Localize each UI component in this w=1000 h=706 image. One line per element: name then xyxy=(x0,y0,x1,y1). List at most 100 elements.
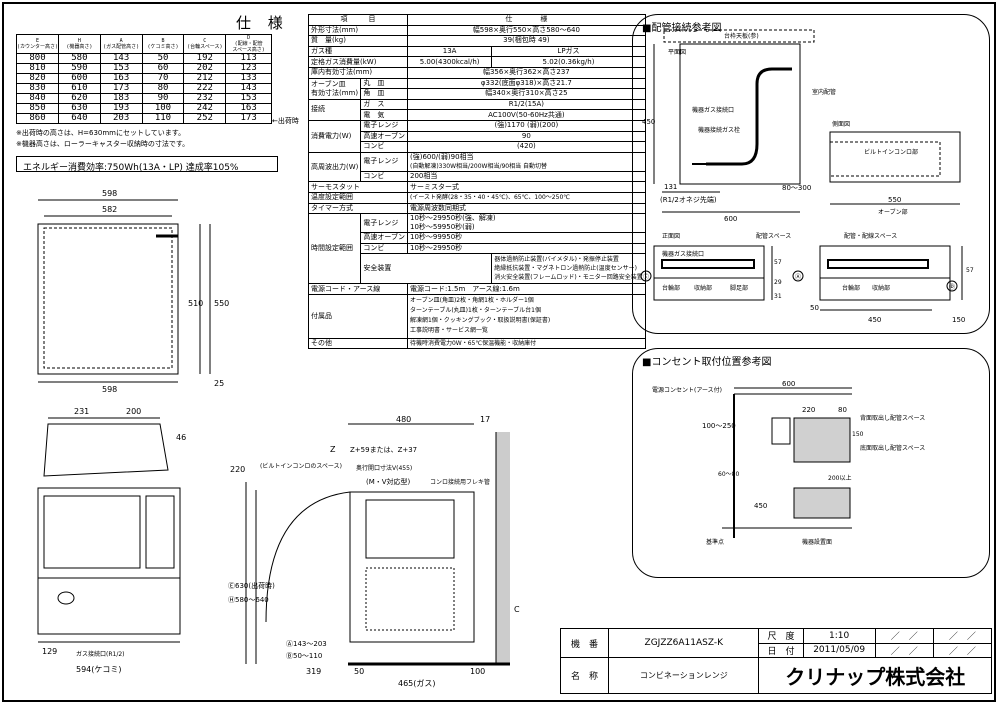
spec-sub: 電子レンジ xyxy=(360,119,408,132)
dim-80-300: 80～300 xyxy=(782,184,811,192)
note-2: ※機器高さは、ローラーキャスター収納時の寸法です。 xyxy=(16,140,190,148)
cell: 60 xyxy=(141,63,185,74)
e630: Ⓔ630(出荷時) xyxy=(228,581,275,590)
spec-sub: 高速オーブン xyxy=(360,130,408,143)
control-panel xyxy=(145,495,175,569)
spec-value: 待機時消費電力0W・65℃保温機能・収納庫付 xyxy=(406,337,646,350)
mark-d xyxy=(946,280,958,292)
cell: 820 xyxy=(15,73,60,84)
dim-17: 17 xyxy=(480,415,490,424)
rear-space xyxy=(793,417,851,463)
cell: 153 xyxy=(225,93,272,104)
side-inner xyxy=(829,141,941,177)
dim-50: 50 xyxy=(354,667,364,676)
cell: 620 xyxy=(58,93,101,104)
table-row: 庫内有効寸法(mm)幅356×奥行362×高さ237 xyxy=(308,66,646,79)
space2-label: 配管・配線スペース xyxy=(844,232,897,240)
dim-100: 100 xyxy=(470,667,485,676)
builtin-label: (ビルトインコンロのスペース) xyxy=(260,462,342,470)
flex-label: コンロ接続用フレキ管 xyxy=(430,478,490,486)
cell: 70 xyxy=(141,73,185,84)
cell: 113 xyxy=(225,53,272,64)
cell: 90 xyxy=(141,93,185,104)
spec-value: 幅356×奥行362×高さ237 xyxy=(406,66,646,79)
piping-title: ■配管接続参考図 xyxy=(642,23,722,34)
spec-sub: コンビ xyxy=(360,170,408,183)
spec-value: 幅340×奥行310×高さ25 xyxy=(406,88,646,100)
dim-594: 594(ケコミ) xyxy=(76,665,122,674)
table-row: 定格ガス消費量(kW)5.00(4300kcal/h)5.02(0.36kg/h… xyxy=(308,56,646,68)
spec-value: (強)1170 (弱)(200) xyxy=(406,119,646,132)
date-label: 日 付 xyxy=(758,642,804,658)
bottom-label: 底面取出し配管スペース xyxy=(860,444,925,452)
cell: 800 xyxy=(15,53,60,64)
dim-200: 200以上 xyxy=(828,474,851,482)
spec-value: 電源コード:1.5m アース線:1.6m xyxy=(406,283,646,295)
mark-e-label: Ⓔ xyxy=(643,273,649,281)
dim-550: 550 xyxy=(888,196,901,204)
spec-label: 消費電力(W) xyxy=(307,119,362,153)
table-row: 消費電力(W)電子レンジ(強)1170 (弱)(200) xyxy=(307,119,646,153)
cell: 600 xyxy=(58,73,101,84)
spec-label: 質 量(kg) xyxy=(308,35,408,47)
table-row: 質 量(kg)39(梱包時 49) xyxy=(308,35,646,47)
gas-label: ガス接続口(R1/2) xyxy=(76,650,125,658)
table-row: 日 付 2011/05/09 ／ ／ ／ ／ xyxy=(561,642,993,658)
spec-sub: 丸 皿 xyxy=(360,77,408,90)
cell: 222 xyxy=(183,83,227,94)
spec-header: 項 目仕 様 xyxy=(308,14,646,26)
product-name: コンビネーションレンジ xyxy=(608,657,760,694)
front-views: 598 582 510 550 25 598 231 200 46 129 ガス… xyxy=(37,189,229,674)
dim-220: 220 xyxy=(802,406,815,414)
cooktop xyxy=(43,423,169,477)
cell: 850 xyxy=(15,103,60,114)
spec-value: 10秒～59950秒(弱) xyxy=(409,223,475,232)
dim-150: 150 xyxy=(852,431,864,438)
dim-46: 46 xyxy=(176,433,186,442)
dim-31: 31 xyxy=(774,293,782,300)
storage-label-2: 収納部 xyxy=(872,284,890,292)
spec-title: 仕 様 xyxy=(236,14,289,32)
cell: 640 xyxy=(58,113,101,124)
spec-value: (420) xyxy=(406,141,646,153)
dim-c: C xyxy=(514,605,520,614)
spec-value: φ332(底面φ318)×高さ21.7 xyxy=(406,77,646,90)
oven-front xyxy=(37,487,181,579)
size-table-wrap: E (カウンター高さ) H (機器高さ) A (ガス配管高さ) B (ケコミ高さ… xyxy=(15,34,272,124)
cell: 80 xyxy=(141,83,185,94)
spec-label: その他 xyxy=(308,337,408,350)
dim-57b: 57 xyxy=(966,267,974,274)
mark-e xyxy=(640,270,652,282)
spec-value: R1/2(15A) xyxy=(406,98,646,111)
door-arc xyxy=(265,491,351,623)
spec-value: 39(梱包時 49) xyxy=(406,35,646,47)
revision-slash: ／ ／ xyxy=(874,642,934,658)
header-b: B (ケコミ高さ) xyxy=(141,34,185,54)
spec-value: 工事説明書・サービス網一覧 xyxy=(409,327,488,335)
cell: 123 xyxy=(225,63,272,74)
cell: 232 xyxy=(183,93,227,104)
dim-465: 465(ガス) xyxy=(398,678,436,688)
spec-value: 200相当 xyxy=(406,170,646,183)
spec-value: 電源周波数同期式 xyxy=(406,202,646,215)
dim-129: 129 xyxy=(42,647,57,656)
dim-60-80: 60～80 xyxy=(718,471,739,478)
spec-value: ターンテーブル(丸皿)1枚・ターンテーブル台1個 xyxy=(409,307,541,315)
dim-25: 25 xyxy=(214,379,224,388)
spec-label: 定格ガス消費量(kW) xyxy=(308,56,408,68)
spec-value: LPガス xyxy=(491,45,646,58)
header-c: C (台輪スペース) xyxy=(183,34,227,54)
spec-value: 5.00(4300kcal/h) xyxy=(406,56,493,68)
cell: 630 xyxy=(58,103,101,114)
plan-body xyxy=(37,223,179,375)
spec-sub: コンビ xyxy=(360,242,408,255)
dim-450: 450 xyxy=(642,118,655,126)
cell: 50 xyxy=(141,53,185,64)
front-inlet-label: 機器ガス接続口 xyxy=(662,250,704,258)
h580: Ⓗ580～640 xyxy=(228,596,269,604)
std2-label: 機器設置面 xyxy=(802,538,832,546)
